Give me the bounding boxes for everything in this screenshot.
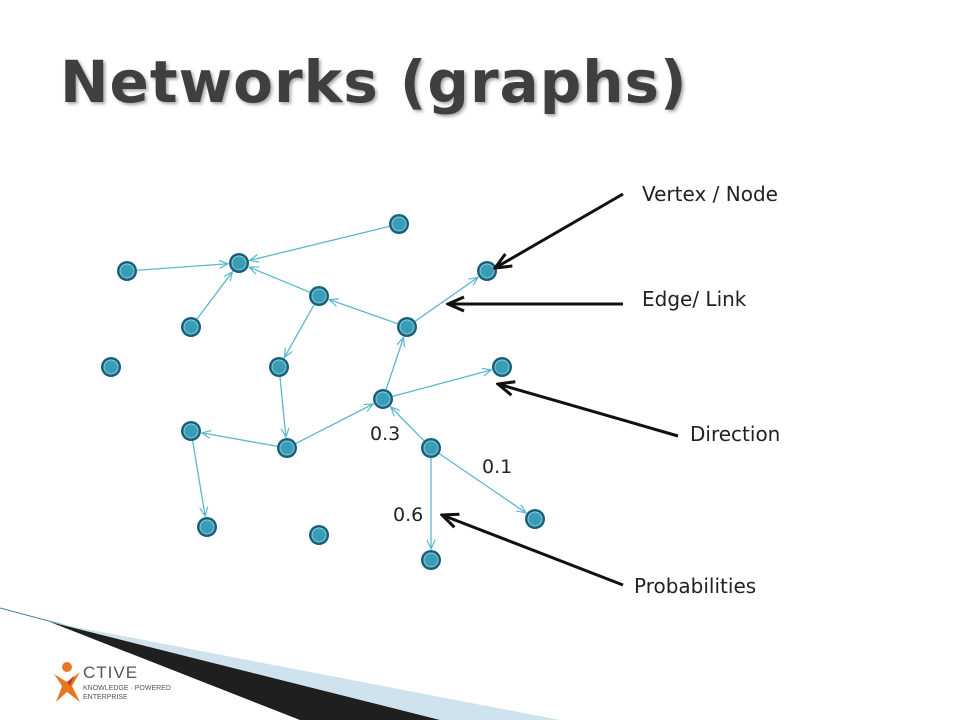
graph-node — [181, 421, 201, 441]
edge-weight-label: 0.6 — [393, 504, 424, 526]
graph-node — [277, 438, 297, 458]
logo-figure-icon — [54, 662, 80, 702]
graph-node — [421, 438, 441, 458]
graph-node — [269, 357, 289, 377]
graph-edge — [192, 440, 206, 516]
graph-edge — [295, 404, 373, 445]
graph-edge — [392, 370, 492, 398]
edge-link-label: Edge/ Link — [642, 287, 747, 311]
graph-edge — [249, 267, 311, 293]
graph-node — [373, 389, 393, 409]
vertex-pointer-arrow — [495, 192, 624, 268]
graph-edge — [329, 300, 398, 325]
graph-node — [117, 261, 137, 281]
graph-node — [389, 214, 409, 234]
probabilities-pointer-arrow — [442, 515, 624, 587]
graph-edge — [385, 337, 403, 390]
graph-edges — [136, 225, 526, 549]
graph-node — [525, 509, 545, 529]
graph-node — [492, 357, 512, 377]
graph-edge — [196, 272, 232, 320]
slide-title: Networks (graphs) — [60, 48, 688, 116]
graph-edge — [284, 304, 315, 358]
graph-edge — [279, 376, 286, 437]
graph-edge — [202, 433, 278, 447]
graph-node — [477, 261, 497, 281]
graph-edge — [250, 225, 390, 260]
edge-weight-label: 0.1 — [482, 456, 513, 478]
direction-pointer-arrow — [498, 384, 679, 438]
graph-edge — [414, 277, 478, 322]
vertex-node-label: Vertex / Node — [642, 182, 778, 206]
graph-node — [229, 253, 249, 273]
company-logo: CTIVE KNOWLEDGE · POWERED ENTERPRISE — [50, 660, 180, 712]
direction-label: Direction — [690, 422, 781, 446]
graph-node — [397, 317, 417, 337]
graph-node — [181, 317, 201, 337]
graph-node — [309, 286, 329, 306]
graph-edge — [438, 453, 526, 513]
graph-nodes — [101, 214, 545, 570]
logo-tagline: KNOWLEDGE · POWERED ENTERPRISE — [83, 685, 171, 701]
graph-node — [309, 525, 329, 545]
graph-node — [197, 517, 217, 537]
graph-edge — [136, 264, 228, 271]
graph-node — [101, 357, 121, 377]
probabilities-label: Probabilities — [634, 574, 757, 598]
graph-node — [421, 550, 441, 570]
graph-edge — [391, 407, 425, 442]
callout-arrows — [442, 192, 679, 587]
edge-weight-label: 0.3 — [370, 423, 401, 445]
logo-wordmark: CTIVE — [83, 663, 139, 682]
